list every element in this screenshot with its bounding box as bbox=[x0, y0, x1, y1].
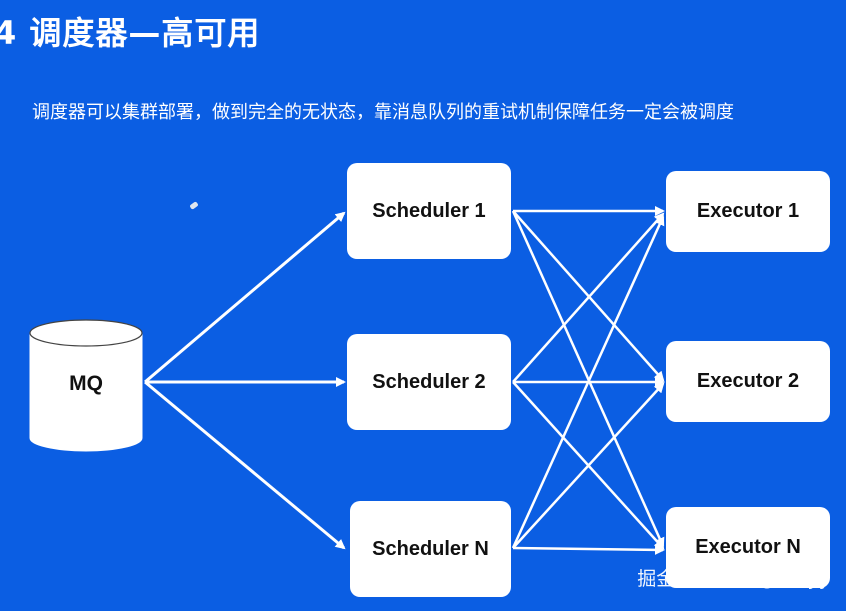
arrow-sn-to-en bbox=[512, 544, 665, 555]
executor-n-box: Executor N bbox=[666, 507, 830, 588]
mq-label: MQ bbox=[69, 372, 103, 395]
arrow-mq-to-scheduler-n bbox=[144, 380, 346, 550]
slide-title: 4 调度器—高可用 bbox=[0, 14, 261, 52]
scheduler-1-box: Scheduler 1 bbox=[347, 163, 511, 259]
executor-1-box: Executor 1 bbox=[666, 171, 830, 252]
arrow-s1-to-e2 bbox=[512, 210, 665, 382]
arrow-mq-to-scheduler-1 bbox=[144, 211, 346, 384]
watermark: 掘金技术社区 @ urlyy bbox=[637, 568, 830, 590]
slide-subtitle: 调度器可以集群部署，做到完全的无状态，靠消息队列的重试机制保障任务一定会被调度 bbox=[32, 102, 734, 123]
arrow-sn-to-e1 bbox=[511, 215, 665, 549]
arrow-s1-to-en bbox=[511, 210, 665, 548]
scheduler-2-box: Scheduler 2 bbox=[347, 334, 511, 430]
mq-cylinder bbox=[29, 319, 143, 452]
scheduler-n-box: Scheduler N bbox=[350, 501, 511, 597]
arrow-s2-to-e1 bbox=[512, 212, 665, 383]
executor-2-box: Executor 2 bbox=[666, 341, 830, 422]
arrow-sn-to-e2 bbox=[512, 382, 665, 549]
